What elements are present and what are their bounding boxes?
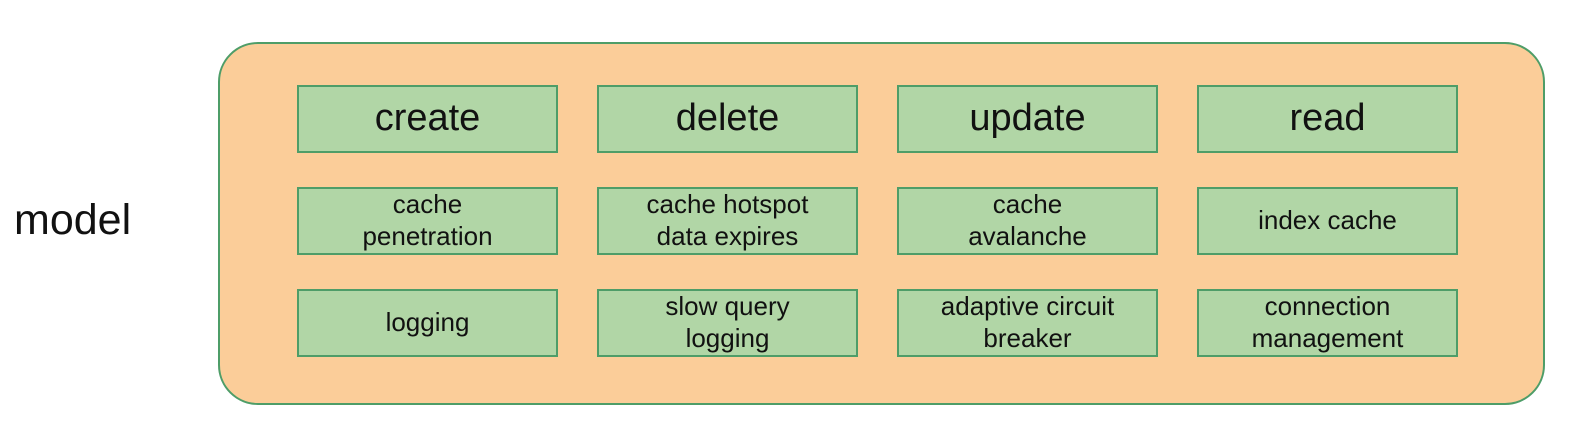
cell-update: update bbox=[897, 85, 1158, 153]
cell-create: create bbox=[297, 85, 558, 153]
cell-read: read bbox=[1197, 85, 1458, 153]
feature-grid: create delete update read cache penetrat… bbox=[297, 85, 1458, 357]
cell-cache-penetration: cache penetration bbox=[297, 187, 558, 255]
cell-delete: delete bbox=[597, 85, 858, 153]
cell-adaptive-circuit-breaker: adaptive circuit breaker bbox=[897, 289, 1158, 357]
model-container: create delete update read cache penetrat… bbox=[218, 42, 1545, 405]
cell-cache-hotspot-data-expires: cache hotspot data expires bbox=[597, 187, 858, 255]
cell-cache-avalanche: cache avalanche bbox=[897, 187, 1158, 255]
cell-logging: logging bbox=[297, 289, 558, 357]
cell-slow-query-logging: slow query logging bbox=[597, 289, 858, 357]
cell-connection-management: connection management bbox=[1197, 289, 1458, 357]
model-label: model bbox=[14, 196, 132, 244]
cell-index-cache: index cache bbox=[1197, 187, 1458, 255]
